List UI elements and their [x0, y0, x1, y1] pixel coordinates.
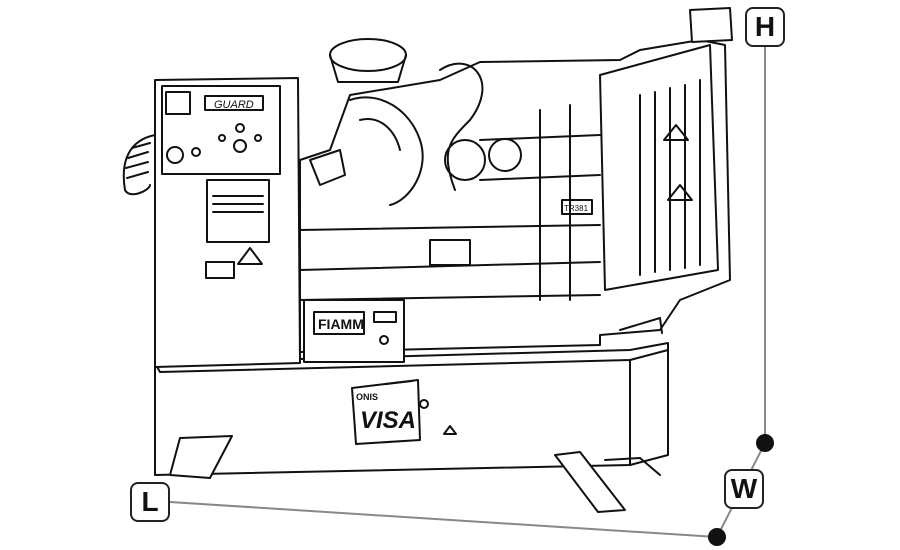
- length-label: L: [130, 482, 170, 522]
- control-panel-brand: GUARD: [214, 99, 254, 111]
- battery: [303, 299, 405, 363]
- height-end-dot: [756, 434, 774, 452]
- width-end-dot: [708, 528, 726, 546]
- engine-tag: TR381: [564, 204, 589, 213]
- base-logo-top: ONIS: [356, 392, 378, 402]
- battery-brand: FIAMM: [318, 316, 364, 332]
- width-label: W: [724, 469, 764, 509]
- base-logo: [351, 379, 457, 445]
- height-label: H: [745, 7, 785, 47]
- engine: [299, 7, 733, 353]
- length-dimension-line: [169, 501, 718, 538]
- control-panel: [122, 77, 301, 368]
- base-logo-main: VISA: [360, 407, 416, 434]
